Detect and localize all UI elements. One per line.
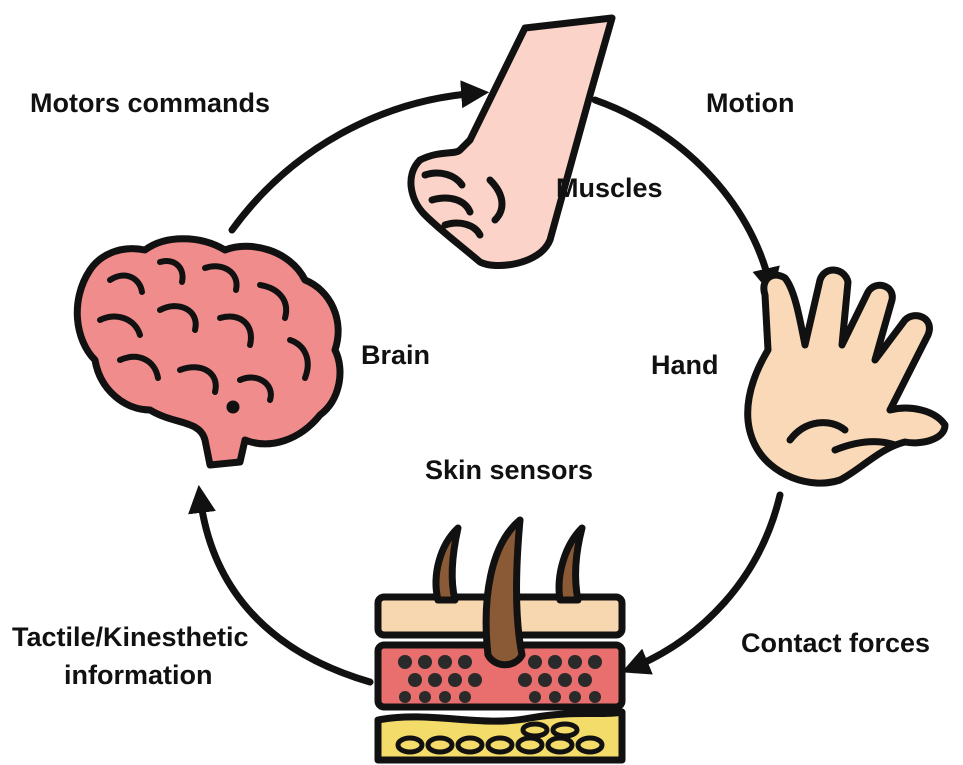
muscles-label: Muscles [556, 173, 663, 204]
motion-label: Motion [706, 88, 794, 119]
contact-forces-label: Contact forces [741, 628, 930, 659]
skin-layers-icon [378, 520, 622, 760]
fist-arm-icon [411, 18, 612, 266]
tactile-kinesthetic-label: Tactile/Kinesthetic [12, 622, 249, 653]
motor-commands-label: Motors commands [30, 88, 270, 119]
open-hand-icon [748, 270, 945, 483]
arrow-skin-to-brain [200, 496, 370, 682]
hand-label: Hand [651, 350, 719, 381]
brain-icon [77, 239, 340, 465]
information-label: information [64, 660, 213, 691]
brain-label: Brain [361, 340, 430, 371]
skin-sensors-label: Skin sensors [425, 455, 593, 486]
